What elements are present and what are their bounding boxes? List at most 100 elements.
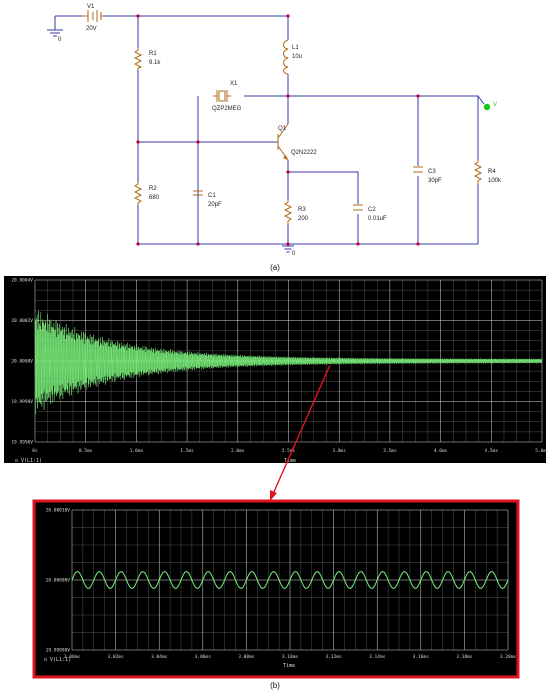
label-r2-value: 680 — [149, 195, 160, 201]
ground-icon — [47, 16, 63, 37]
x-tick-label: 3.14ms — [369, 654, 386, 660]
waveform — [34, 310, 543, 415]
label-c2-name: C2 — [368, 207, 376, 213]
capacitor-icon — [353, 204, 363, 211]
x-tick-label: 3.06ms — [195, 654, 212, 660]
wire-probe — [477, 95, 485, 105]
label-r3-value: 200 — [298, 216, 309, 222]
label-c1-value: 20pF — [208, 202, 222, 208]
resistor-icon — [133, 48, 143, 70]
label-c2-value: 0.01uF — [368, 216, 387, 222]
junction-dot — [136, 140, 140, 144]
label-q1-name: Q1 — [278, 126, 287, 132]
label-r1-value: 9.1k — [149, 60, 161, 66]
junction-dot — [416, 242, 420, 246]
label-x1-value: QZP2MEG — [212, 106, 242, 112]
junction-dot — [286, 242, 290, 246]
label-r1-name: R1 — [149, 51, 157, 57]
x-tick-label: 3.00ms — [64, 654, 81, 660]
y-tick-label: 20.00010V — [46, 508, 71, 514]
junction-dot — [286, 14, 290, 18]
x-tick-labels: 0s 0.5ms 1.0ms 1.5ms 2.0ms 2.5ms 3.0ms 3.5ms 4.0… — [32, 448, 549, 454]
x-tick-label: 4.0ms — [434, 448, 448, 454]
zoomed-plot: 3.00ms 3.02ms 3.04ms 3.06ms 3.08ms 3.10ms 3.12… — [32, 499, 520, 679]
x-tick-label: 3.5ms — [383, 448, 397, 454]
label-c3-name: C3 — [428, 169, 436, 175]
y-tick-label: 19.9998V — [11, 399, 33, 405]
voltage-probe-icon — [483, 103, 491, 111]
junction-dot — [286, 94, 290, 98]
x-tick-label: 2.0ms — [231, 448, 245, 454]
x-tick-label: 3.10ms — [282, 654, 299, 660]
x-tick-label: 5.0ms — [535, 448, 549, 454]
label-r2-name: R2 — [149, 186, 157, 192]
label-l1-name: L1 — [292, 45, 299, 51]
crystal-icon — [213, 90, 231, 102]
x-tick-label: 2.5ms — [282, 448, 296, 454]
wire-c2-node — [288, 171, 359, 204]
y-tick-label: 19.99990V — [46, 648, 71, 654]
junction-dot — [286, 170, 290, 174]
x-tick-label: 1.5ms — [180, 448, 194, 454]
label-ground-bottom: 0 — [292, 251, 296, 257]
label-ground-top: 0 — [58, 37, 62, 43]
x-tick-label: 3.0ms — [332, 448, 346, 454]
transistor-icon — [277, 123, 289, 161]
x-tick-label: 0.5ms — [79, 448, 93, 454]
y-tick-labels: 20.00010V 20.00000V 19.99990V — [46, 508, 71, 654]
y-tick-label: 19.9996V — [11, 440, 33, 446]
label-r4-value: 100k — [488, 178, 502, 184]
label-v1-name: V1 — [87, 4, 95, 10]
transient-plot: 0s 0.5ms 1.0ms 1.5ms 2.0ms 2.5ms 3.0ms 3.5ms 4.0… — [4, 276, 549, 464]
x-axis-label: Time — [284, 458, 296, 464]
x-tick-label: 3.20ms — [500, 654, 517, 660]
inductor-icon — [283, 39, 289, 75]
junction-dot — [416, 94, 420, 98]
label-c1-name: C1 — [208, 193, 216, 199]
legend-label: V(L1:1) — [50, 657, 71, 663]
x-tick-label: 3.16ms — [413, 654, 430, 660]
waveform — [71, 571, 509, 589]
zoom-frame — [32, 499, 520, 679]
x-tick-labels: 3.00ms 3.02ms 3.04ms 3.06ms 3.08ms 3.10ms 3.12… — [64, 654, 517, 660]
series-line — [34, 310, 543, 415]
caption-b: (b) — [270, 681, 280, 690]
capacitor-icon — [413, 166, 423, 173]
legend-label: V(L1:1) — [21, 458, 42, 464]
label-x1-name: X1 — [230, 81, 238, 87]
junction-dot — [136, 14, 140, 18]
legend-marker: o — [15, 458, 18, 464]
wire-supply-rail — [104, 15, 289, 40]
x-tick-label: 3.08ms — [238, 654, 255, 660]
x-tick-label: 3.02ms — [107, 654, 124, 660]
resistor-icon — [283, 200, 293, 224]
ground-icon — [282, 245, 294, 253]
x-tick-label: 3.12ms — [325, 654, 342, 660]
y-tick-label: 20.0004V — [11, 278, 33, 284]
series-line — [71, 571, 509, 589]
x-tick-label: 0s — [32, 448, 38, 454]
junction-dot — [136, 242, 140, 246]
junction-dot — [196, 140, 200, 144]
junction-dot — [356, 242, 360, 246]
resistor-icon — [473, 160, 483, 184]
x-tick-label: 1.0ms — [130, 448, 144, 454]
battery-icon — [82, 10, 104, 22]
x-tick-label: 3.18ms — [456, 654, 473, 660]
label-probe: V — [493, 102, 497, 108]
label-r3-name: R3 — [298, 207, 306, 213]
caption-a: (a) — [270, 263, 280, 272]
x-axis-label: Time — [283, 663, 295, 669]
resistor-icon — [133, 182, 143, 205]
y-tick-label: 20.00000V — [46, 578, 71, 584]
label-l1-value: 10u — [292, 54, 302, 60]
label-q1-value: Q2N2222 — [291, 150, 317, 156]
circuit-schematic: V1 20V 0 0 R1 9.1k R2 680 L1 10u — [47, 4, 502, 257]
y-tick-label: 20.0002V — [11, 318, 33, 324]
x-tick-label: 3.04ms — [151, 654, 168, 660]
legend-marker: o — [44, 657, 47, 663]
x-tick-label: 4.5ms — [485, 448, 499, 454]
